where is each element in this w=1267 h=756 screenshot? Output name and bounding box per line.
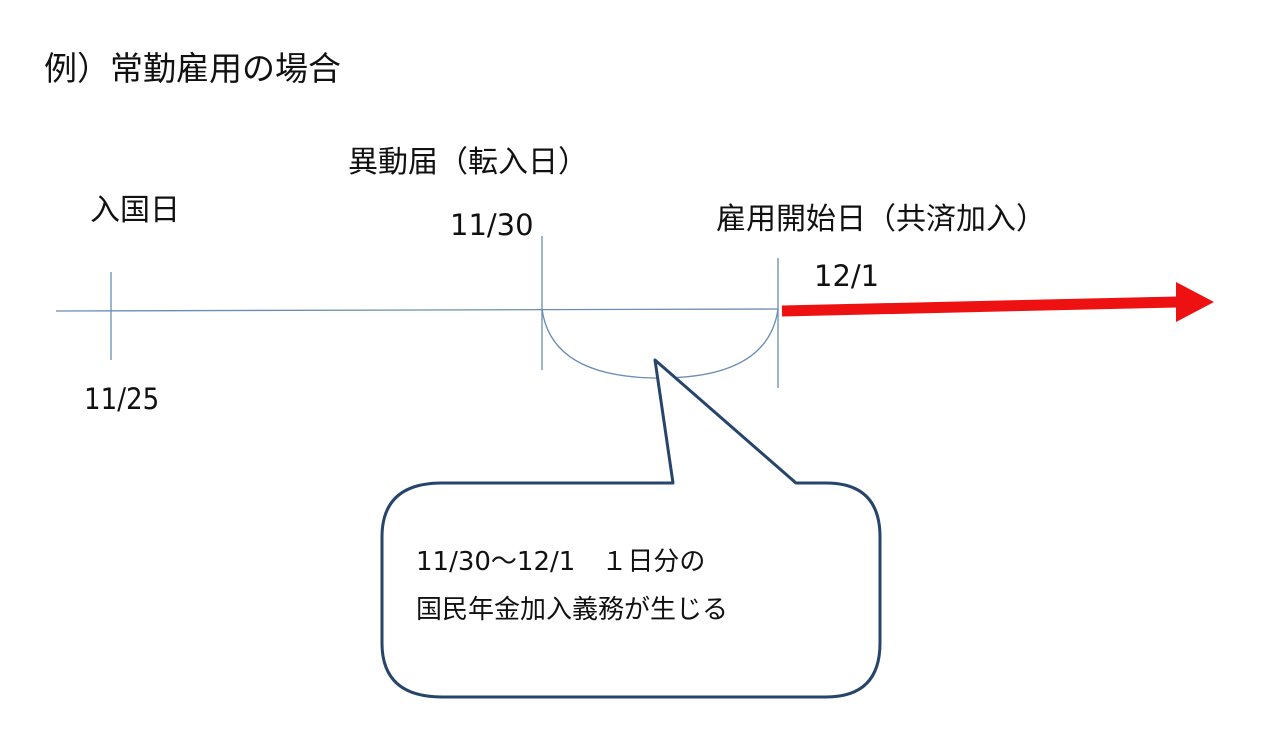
callout-bubble xyxy=(380,358,882,699)
employment-start-value: 12/1 xyxy=(814,259,880,293)
callout-line-1: 11/30～12/1 １日分の xyxy=(416,547,706,577)
coverage-arrow-line xyxy=(781,296,1179,317)
employment-start-label: 雇用開始日（共済加入） xyxy=(716,202,1046,237)
callout-text: 11/30～12/1 １日分の 国民年金加入義務が生じる xyxy=(416,538,728,634)
notice-date-value: 11/30 xyxy=(450,208,534,242)
notice-date-label: 異動届（転入日） xyxy=(348,145,588,180)
entry-date-label: 入国日 xyxy=(90,193,180,228)
coverage-arrow-head xyxy=(1176,282,1214,322)
page-title: 例）常勤雇用の場合 xyxy=(44,49,341,88)
timeline-axis xyxy=(55,308,779,312)
entry-date-value: 11/25 xyxy=(84,382,160,416)
callout-line-2: 国民年金加入義務が生じる xyxy=(416,595,729,625)
